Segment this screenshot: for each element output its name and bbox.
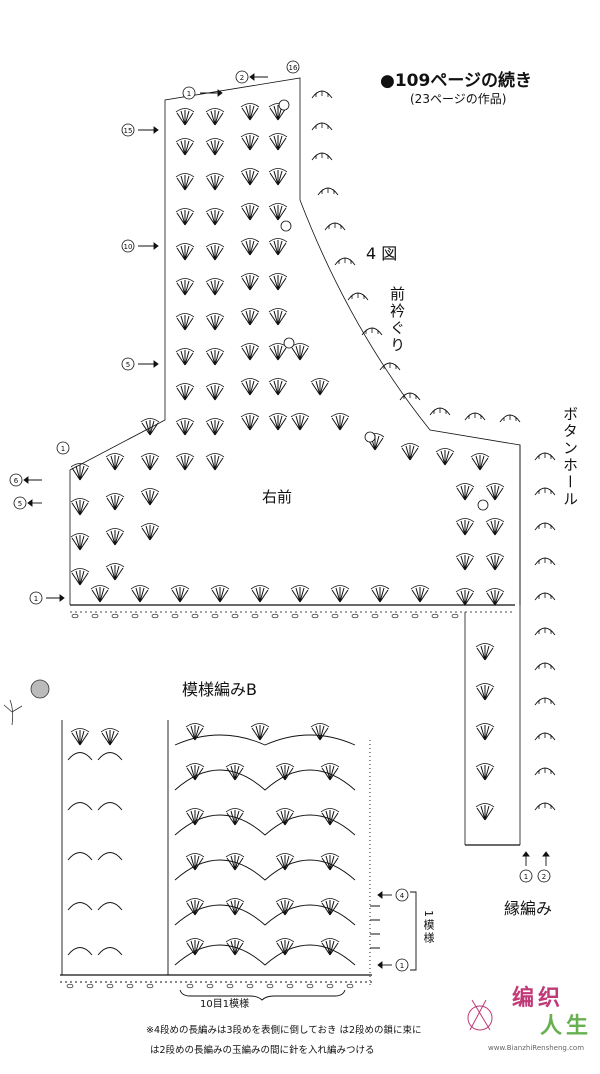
svg-text:5: 5 [126, 361, 130, 369]
svg-text:4: 4 [400, 892, 405, 900]
page-subtitle: (23ページの作品) [410, 92, 507, 106]
collar-label: 前衿ぐり [388, 286, 406, 354]
svg-text:6: 6 [14, 477, 19, 485]
pattern-label: 模様編みB [182, 680, 257, 699]
svg-text:15: 15 [124, 127, 133, 135]
svg-text:1: 1 [187, 90, 191, 98]
panel-label: 右前 [262, 488, 293, 506]
flower-doodle [3, 679, 50, 726]
pattern-b-chain [66, 983, 354, 989]
svg-text:1: 1 [34, 595, 38, 603]
pattern-b-fans [70, 723, 340, 956]
watermark-line-2: 人生 [540, 1014, 593, 1039]
page-title: ●109ページの続き [380, 71, 532, 91]
note-line-2: は2段めの長編みの玉編みの間に針を入れ編みつける [150, 1045, 375, 1056]
panel-stitch-fans [70, 103, 505, 606]
edging-label: 縁編み [504, 899, 553, 918]
repeat-10st-label: 10目1模様 [200, 999, 250, 1010]
buttonhole-label: ボタンホール [561, 406, 579, 508]
svg-text:1: 1 [61, 445, 65, 453]
watermark-url: www.BianzhiRensheng.com [488, 1044, 585, 1052]
svg-text:2: 2 [542, 873, 546, 881]
repeat-bracket [410, 891, 417, 971]
right-front-chart [69, 77, 521, 846]
svg-text:16: 16 [289, 64, 298, 72]
foundation-chain [71, 613, 459, 619]
note-line-1: ※4段めの長編みは3段めを表側に倒しておき は2段めの鎖に束に [146, 1025, 422, 1036]
svg-text:1: 1 [524, 873, 528, 881]
figure-label: 4 図 [366, 244, 398, 263]
svg-text:1: 1 [400, 962, 404, 970]
svg-text:5: 5 [18, 500, 22, 508]
row-arrows [23, 73, 550, 969]
watermark-line-1: 编织 [512, 986, 565, 1011]
repeat-label: 1模様 [422, 910, 435, 945]
svg-text:2: 2 [240, 74, 244, 82]
svg-text:10: 10 [124, 243, 133, 251]
row-markers [9, 60, 551, 972]
pattern-b-chart [60, 720, 372, 1001]
edging-column [311, 90, 556, 821]
watermark-yarn-icon [467, 999, 493, 1031]
